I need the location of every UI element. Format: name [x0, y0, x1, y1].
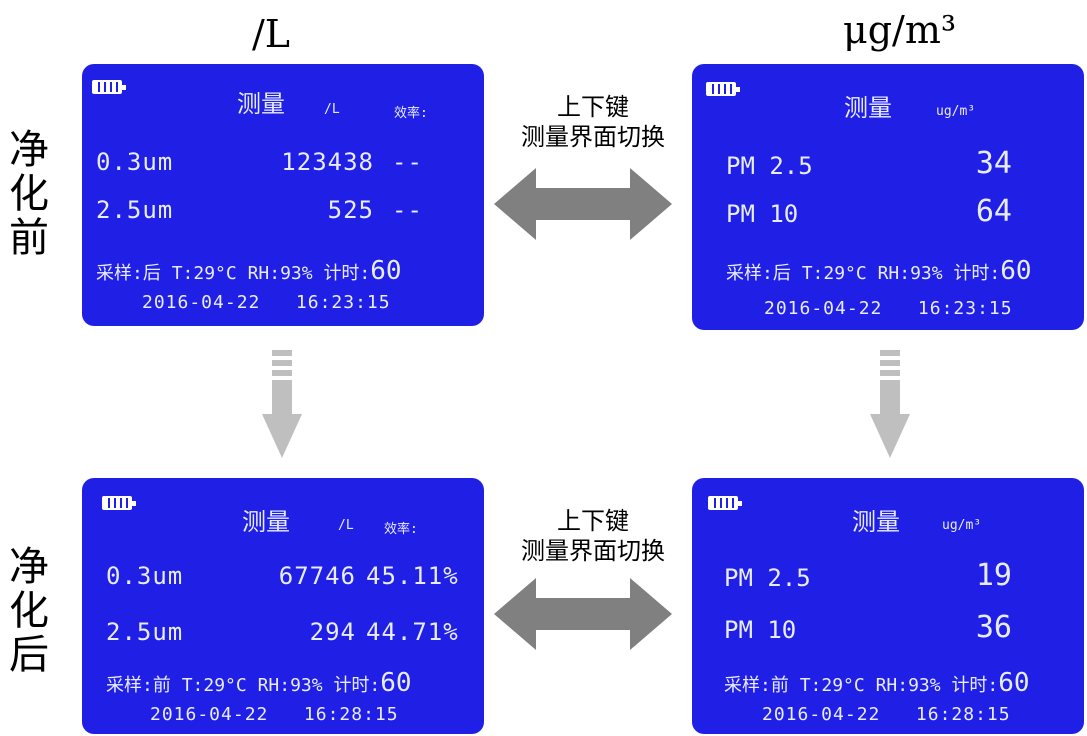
down-arrow-icon: [870, 350, 910, 458]
battery-icon: [102, 496, 136, 510]
unit-label: ug/m³: [936, 104, 976, 119]
size-label: 0.3um: [96, 148, 174, 176]
pm25-label: PM 2.5: [726, 152, 813, 180]
count-value: 67746: [278, 562, 356, 590]
double-arrow-icon: [494, 578, 672, 650]
right-unit-heading: μg/m³: [843, 8, 957, 52]
screen-title: 测量: [242, 508, 290, 536]
efficiency-value: --: [392, 148, 423, 176]
pm25-value: 34: [975, 146, 1012, 181]
battery-icon: [708, 496, 742, 510]
size-label: 2.5um: [106, 618, 184, 646]
status-line: 采样:前 T:29°C RH:93% 计时:60: [106, 668, 412, 698]
double-arrow-icon: [494, 168, 672, 240]
count-value: 294: [309, 618, 356, 646]
before-mass-screen: 测量 ug/m³ PM 2.5 34 PM 10 64 采样:后 T:29°C …: [692, 64, 1084, 330]
efficiency-label: 效率:: [384, 522, 418, 537]
count-value: 525: [327, 196, 374, 224]
unit-label: /L: [324, 102, 340, 117]
after-purification-label: 净化后: [9, 544, 49, 678]
size-label: 2.5um: [96, 196, 174, 224]
screen-title: 测量: [237, 90, 285, 118]
battery-icon: [706, 82, 740, 96]
pm10-label: PM 10: [726, 200, 799, 228]
status-line: 采样:前 T:29°C RH:93% 计时:60: [724, 668, 1030, 698]
datetime: 2016-04-22 16:28:15: [762, 704, 1011, 725]
left-unit-heading: /L: [252, 12, 291, 56]
pm10-value: 64: [975, 194, 1012, 229]
down-arrow-icon: [262, 350, 302, 458]
before-purification-label: 净化前: [9, 127, 49, 261]
after-mass-screen: 测量 ug/m³ PM 2.5 19 PM 10 36 采样:前 T:29°C …: [692, 478, 1084, 734]
size-label: 0.3um: [106, 562, 184, 590]
count-value: 123438: [281, 148, 374, 176]
battery-icon: [92, 80, 126, 94]
datetime: 2016-04-22 16:28:15: [150, 704, 399, 725]
unit-label: /L: [338, 518, 354, 533]
switch-hint-bottom: 上下键测量界面切换: [521, 507, 665, 565]
pm10-value: 36: [975, 610, 1012, 645]
unit-label: ug/m³: [942, 518, 982, 533]
after-count-screen: 测量 /L 效率: 0.3um 67746 45.11% 2.5um 294 4…: [82, 478, 484, 734]
screen-title: 测量: [844, 94, 892, 122]
switch-hint-top: 上下键测量界面切换: [521, 93, 665, 151]
efficiency-value: 45.11%: [366, 562, 459, 590]
efficiency-label: 效率:: [394, 106, 428, 121]
status-line: 采样:后 T:29°C RH:93% 计时:60: [96, 256, 402, 286]
pm25-value: 19: [975, 558, 1012, 593]
pm25-label: PM 2.5: [724, 564, 811, 592]
datetime: 2016-04-22 16:23:15: [142, 292, 391, 313]
status-line: 采样:后 T:29°C RH:93% 计时:60: [726, 256, 1032, 286]
screen-title: 测量: [852, 508, 900, 536]
datetime: 2016-04-22 16:23:15: [764, 298, 1013, 319]
efficiency-value: --: [392, 196, 423, 224]
efficiency-value: 44.71%: [366, 618, 459, 646]
pm10-label: PM 10: [724, 616, 797, 644]
before-count-screen: 测量 /L 效率: 0.3um 123438 -- 2.5um 525 -- 采…: [82, 64, 484, 326]
